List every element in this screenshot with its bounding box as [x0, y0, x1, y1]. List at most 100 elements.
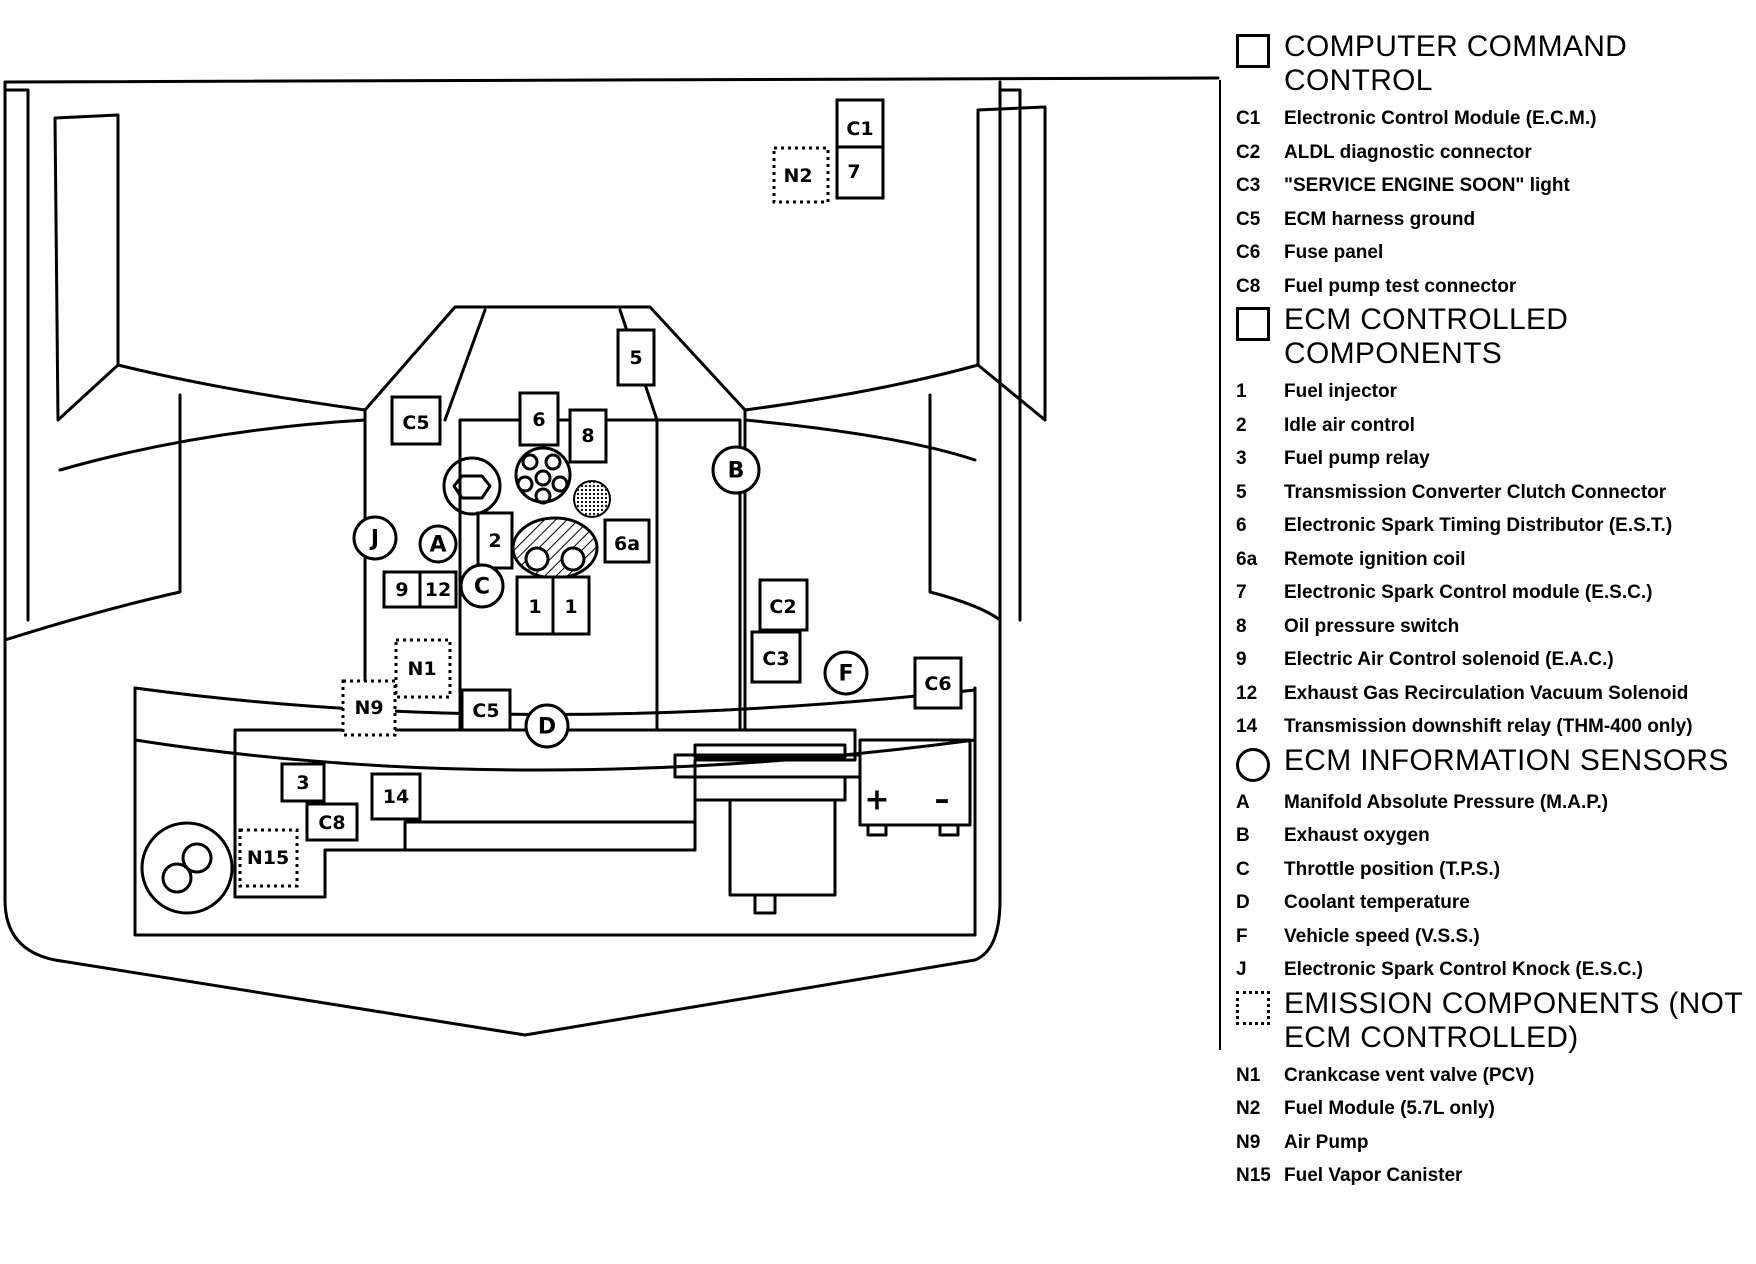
battery-post-right [938, 823, 960, 837]
label-c5-bottom: C5 [472, 700, 499, 722]
legend-section-emission: EMISSION COMPONENTS (NOT ECM CONTROLLED)… [1236, 987, 1751, 1193]
vehicle-outline [3, 76, 1220, 1037]
legend-code: F [1236, 925, 1248, 947]
box-6 [518, 391, 560, 447]
legend-code: 14 [1236, 716, 1258, 737]
label-d: D [538, 715, 556, 740]
lower-bar [403, 820, 697, 852]
label-2: 2 [488, 530, 501, 552]
label-n1: N1 [407, 658, 436, 680]
right-wheel-well [998, 88, 1022, 622]
legend-code: N15 [1236, 1165, 1271, 1186]
label-c1: C1 [846, 118, 873, 140]
box-c8 [305, 802, 359, 842]
battery-post-left [866, 823, 888, 837]
legend-separator [1219, 80, 1221, 1050]
label-14: 14 [383, 786, 409, 808]
throttle-body-base [511, 516, 599, 580]
label-f: F [838, 662, 853, 687]
legend-desc: "SERVICE ENGINE SOON" light [1284, 175, 1570, 196]
sensor-f [823, 650, 869, 696]
box-n15 [238, 828, 299, 888]
legend-desc: Exhaust oxygen [1284, 825, 1430, 846]
battery-plus: + [864, 783, 889, 818]
sensor-b [711, 445, 761, 495]
fan-motor-inner-b [181, 842, 213, 874]
firewall-inner [58, 418, 977, 472]
legend-item: 5 Transmission Converter Clutch Connector [1236, 476, 1751, 510]
legend-code: C2 [1236, 141, 1261, 163]
legend-desc: Coolant temperature [1284, 892, 1470, 913]
firewall-curve [3, 393, 1002, 642]
fan-motor [140, 821, 234, 915]
box-3 [280, 762, 326, 803]
box-6a [603, 518, 651, 564]
air-cleaner-top [693, 743, 847, 759]
legend-code: N2 [1236, 1098, 1261, 1119]
box-n9 [341, 679, 397, 737]
legend-code: 5 [1236, 481, 1247, 503]
box-c5-top [390, 395, 442, 446]
legend-code: C8 [1236, 275, 1261, 297]
throttle-stem [753, 893, 777, 915]
legend-desc: Fuse panel [1284, 242, 1384, 263]
legend-desc: Electronic Spark Timing Distributor (E.S… [1284, 515, 1673, 536]
legend-code: B [1236, 825, 1250, 846]
legend-code: N1 [1236, 1064, 1261, 1086]
legend-section-header: ECM CONTROLLED COMPONENTS [1236, 303, 1751, 371]
legend-code: J [1236, 959, 1247, 980]
legend-item: A Manifold Absolute Pressure (M.A.P.) [1236, 786, 1751, 820]
box-8 [568, 408, 608, 464]
label-a: A [429, 533, 446, 558]
label-b: B [728, 459, 745, 484]
legend-code: A [1236, 791, 1250, 813]
legend-code: C3 [1236, 175, 1261, 196]
square-symbol-icon [1236, 34, 1270, 68]
distributor-post [544, 453, 562, 471]
sensor-a [418, 524, 458, 564]
label-c6: C6 [924, 673, 951, 695]
sensor-d [524, 703, 570, 749]
legend-code: 7 [1236, 582, 1247, 603]
legend-desc: Transmission Converter Clutch Connector [1284, 481, 1667, 503]
legend-section-title: COMPUTER COMMAND CONTROL [1284, 30, 1628, 97]
distributor-post [521, 453, 539, 471]
label-12: 12 [425, 579, 451, 601]
legend-code: C [1236, 858, 1250, 880]
legend-code: 3 [1236, 448, 1247, 469]
legend-desc: Remote ignition coil [1284, 548, 1466, 570]
box-c6 [913, 656, 963, 710]
legend-items: A Manifold Absolute Pressure (M.A.P.) B Ex… [1236, 786, 1751, 987]
box-14 [370, 772, 422, 821]
legend-desc: Manifold Absolute Pressure (M.A.P.) [1284, 791, 1609, 813]
throttle-bore-left [524, 546, 550, 572]
box-c5-bottom [460, 688, 512, 732]
legend-code: 9 [1236, 649, 1247, 670]
label-n9: N9 [354, 697, 383, 719]
legend-code: 6a [1236, 548, 1258, 570]
label-3: 3 [296, 772, 309, 794]
legend-desc: ECM harness ground [1284, 208, 1476, 230]
legend-desc: Air Pump [1284, 1131, 1369, 1153]
label-7: 7 [847, 161, 860, 183]
legend-desc: Oil pressure switch [1284, 615, 1460, 637]
legend-section-header: COMPUTER COMMAND CONTROL [1236, 30, 1751, 98]
right-fender [976, 105, 1047, 422]
legend-desc: Vehicle speed (V.S.S.) [1284, 925, 1480, 947]
label-c2: C2 [769, 596, 796, 618]
legend-section-title: ECM CONTROLLED COMPONENTS [1284, 303, 1569, 370]
legend-code: 1 [1236, 381, 1247, 402]
distributor-center [534, 469, 552, 487]
distributor-post [534, 487, 552, 505]
legend-desc: Idle air control [1284, 414, 1415, 436]
label-c3: C3 [762, 648, 789, 670]
